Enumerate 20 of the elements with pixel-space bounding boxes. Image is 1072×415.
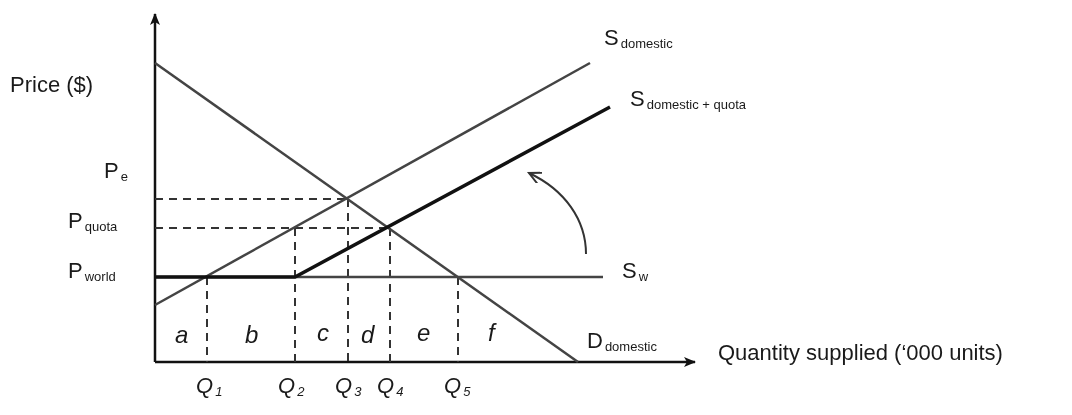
price-label: P$_{e}$ (104, 160, 128, 182)
axis-label: Quantity supplied (‘000 units) (718, 342, 1003, 364)
area-label: f (488, 321, 495, 345)
curve-label: S$_{domestic}$ (604, 27, 673, 49)
area-label: e (417, 321, 431, 345)
quantity-label: Q$_{4}$ (377, 375, 404, 397)
area-label: d (361, 323, 375, 347)
price-label: P$_{world}$ (68, 260, 116, 282)
quantity-label: Q$_{2}$ (278, 375, 305, 397)
area-label: a (175, 323, 189, 347)
curve-label: D$_{domestic}$ (587, 330, 657, 352)
area-label: c (317, 321, 329, 345)
curve-label: S$_{domestic + quota}$ (630, 88, 747, 110)
area-label: b (245, 323, 259, 347)
quantity-label: Q$_{3}$ (335, 375, 362, 397)
price-label: P$_{quota}$ (68, 210, 118, 232)
curve-label: S$_{w}$ (622, 260, 649, 282)
quantity-label: Q$_{1}$ (196, 375, 223, 397)
quantity-label: Q$_{5}$ (444, 375, 471, 397)
axis-label: Price ($) (10, 74, 94, 96)
